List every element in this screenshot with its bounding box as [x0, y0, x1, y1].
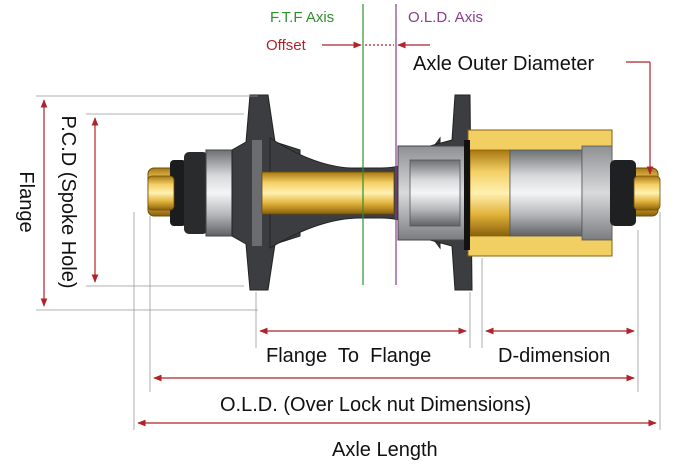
- right-end-cap: [610, 160, 636, 226]
- left-lock-nut: [170, 160, 186, 226]
- left-axle-end: [147, 175, 175, 211]
- ftf-axis-label: F.T.F Axis: [270, 9, 334, 26]
- freehub-bearing: [509, 149, 583, 237]
- pcd-label: P.C.D (Spoke Hole): [57, 115, 79, 288]
- right-axle-end: [633, 175, 661, 211]
- left-flange-face: [252, 140, 262, 246]
- old-full-label: O.L.D. (Over Lock nut Dimensions): [220, 394, 531, 416]
- offset-label: Offset: [266, 37, 307, 54]
- freehub-inner-left: [469, 149, 511, 237]
- d-dimension-label: D-dimension: [498, 345, 610, 367]
- freehub-seal: [464, 140, 470, 250]
- flange-to-flange-label: Flange To Flange: [266, 345, 431, 367]
- old-axis-label: O.L.D. Axis: [408, 9, 483, 26]
- hub-illustration: [147, 94, 661, 291]
- axle-length-label: Axle Length: [332, 439, 438, 461]
- freehub-inner-right: [581, 145, 613, 241]
- left-end-cap: [184, 152, 208, 234]
- hub-axle-sleeve: [261, 171, 395, 215]
- flange-label: Flange: [15, 171, 37, 232]
- right-bearing-inner: [409, 159, 461, 227]
- axle-outer-diameter-label: Axle Outer Diameter: [413, 53, 595, 75]
